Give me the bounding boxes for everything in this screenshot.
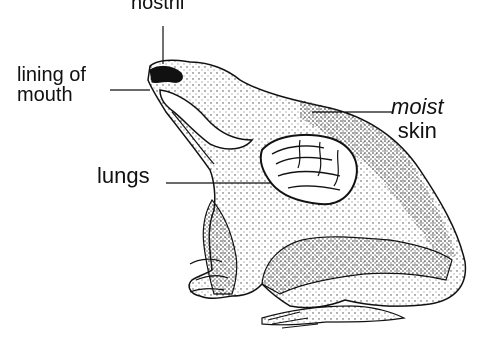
moist-label-line1: moist xyxy=(391,95,444,119)
lining-of-mouth-label: lining of mouth xyxy=(17,65,86,105)
moist-skin-label: moist skin xyxy=(391,95,444,143)
lining-label-line1: lining of xyxy=(17,65,86,85)
nostril-label: nostril xyxy=(131,0,184,13)
lining-label-line2: mouth xyxy=(17,85,86,105)
moist-label-line2: skin xyxy=(391,119,444,143)
lungs-label: lungs xyxy=(97,166,150,186)
